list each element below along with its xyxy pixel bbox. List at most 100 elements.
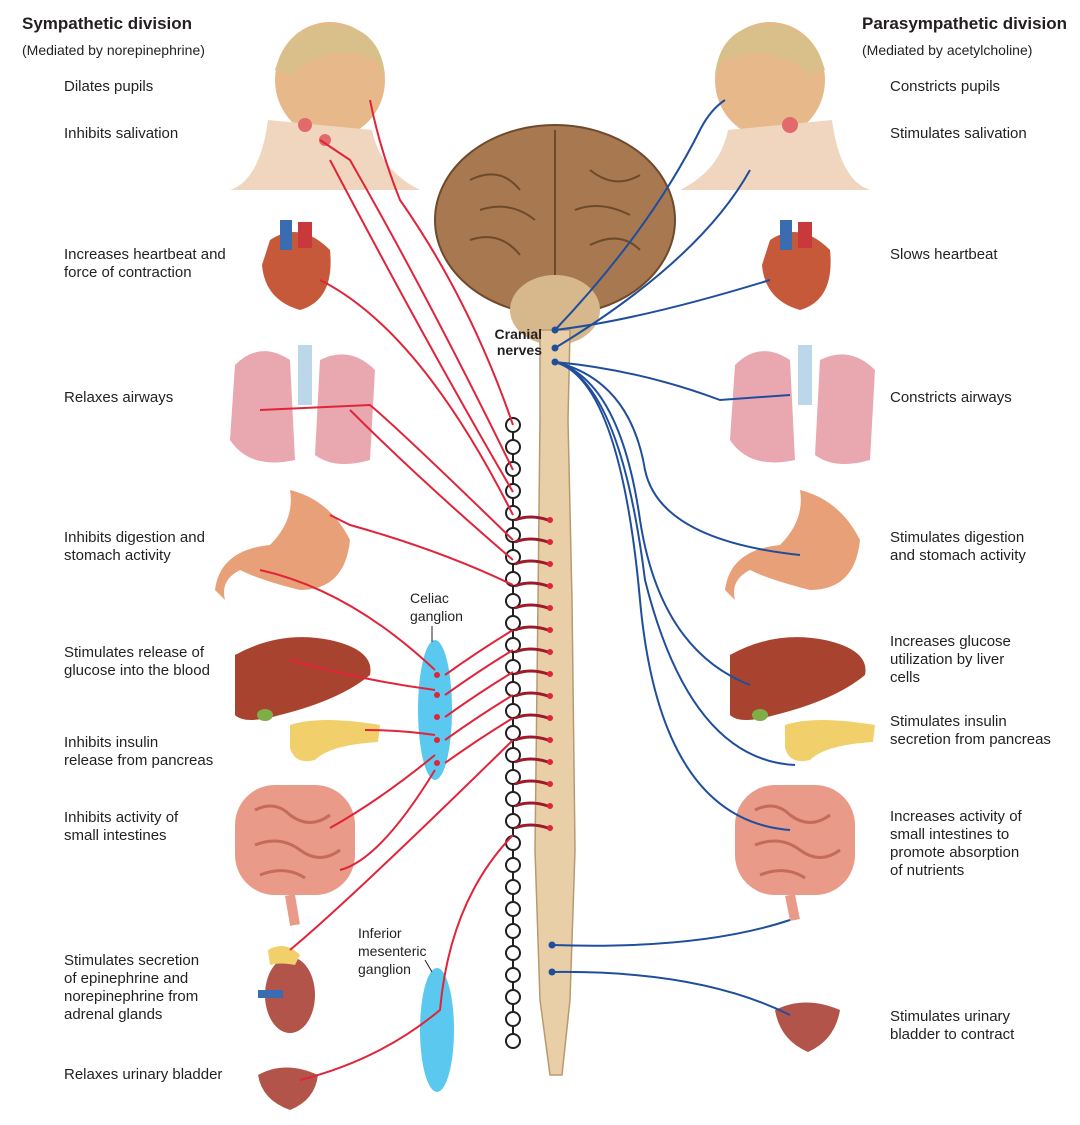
chain-ganglion [505, 989, 521, 1005]
preganglionic-connector [514, 603, 549, 610]
chain-ganglion [505, 901, 521, 917]
synapse-dot [434, 714, 440, 720]
parasympathetic-title: Parasympathetic division [862, 14, 1068, 33]
para-effect-salivation: Stimulates salivation [890, 125, 1027, 142]
sympathetic-subtitle: (Mediated by norepinephrine) [22, 42, 205, 58]
right-stomach-illustration [725, 490, 860, 600]
preganglionic-connector [514, 823, 549, 830]
connector-dot [547, 539, 553, 545]
preganglionic-connector [514, 713, 549, 720]
connector-dot [547, 737, 553, 743]
chain-ganglion [505, 967, 521, 983]
left-bladder-illustration [258, 1067, 318, 1110]
synapse-dot [434, 737, 440, 743]
preganglionic-connector [514, 801, 549, 808]
connector-dot [547, 583, 553, 589]
right-intestines-illustration [735, 785, 855, 921]
chain-ganglion [505, 527, 521, 543]
sympathetic-fiber [329, 159, 514, 493]
sympathetic-fiber [289, 739, 514, 951]
left-intestines-illustration [235, 785, 355, 926]
para-effect-insulin: Stimulates insulin secretion from pancre… [890, 713, 1051, 748]
preganglionic-connector [514, 625, 549, 632]
connector-dot [547, 781, 553, 787]
sym-effect-airways: Relaxes airways [64, 389, 174, 406]
celiac-input-fiber [444, 629, 514, 676]
preganglionic-connector [514, 735, 549, 742]
para-effect-bladder: Stimulates urinary bladder to contract [890, 1008, 1015, 1043]
sym-effect-intestines: Inhibits activity of small intestines [64, 809, 179, 844]
celiac-input-fiber [444, 717, 514, 764]
preganglionic-connector [514, 537, 549, 544]
brain-illustration [434, 124, 676, 345]
sympathetic-fiber [364, 729, 436, 736]
preganglionic-connector [514, 757, 549, 764]
celiac-input-fiber [444, 694, 514, 741]
connector-dot [547, 517, 553, 523]
connector-dot [547, 715, 553, 721]
preganglionic-connector [514, 647, 549, 654]
sympathetic-fiber [259, 569, 436, 671]
right-liver-illustration [730, 637, 866, 721]
parasympathetic-nerve-fibers [548, 99, 801, 1016]
sympathetic-nerve-fibers [259, 99, 514, 1081]
sympathetic-title: Sympathetic division [22, 14, 193, 33]
chain-ganglion [505, 1011, 521, 1027]
parasympathetic-fiber [554, 361, 801, 556]
preganglionic-connector [514, 559, 549, 566]
sym-effect-bladder: Relaxes urinary bladder [64, 1066, 223, 1083]
nerve-origin-dot [551, 344, 559, 352]
synapse-dot [434, 760, 440, 766]
connector-dot [547, 759, 553, 765]
parasympathetic-fiber [554, 361, 796, 766]
sym-effect-salivation: Inhibits salivation [64, 125, 179, 142]
chain-ganglion [505, 791, 521, 807]
para-effect-heart: Slows heartbeat [890, 246, 998, 263]
sym-effect-digestion: Inhibits digestion and stomach activity [64, 529, 205, 564]
sympathetic-fiber [259, 403, 514, 541]
left-adrenal-kidney-illustration [258, 946, 315, 1033]
chain-ganglion [505, 879, 521, 895]
celiac-ganglion [418, 640, 452, 780]
para-effect-digestion: Stimulates digestion and stomach activit… [890, 529, 1026, 564]
connector-dot [547, 649, 553, 655]
sympathetic-fiber [329, 514, 514, 586]
preganglionic-connector [514, 669, 549, 676]
para-effect-liver: Increases glucose utilization by liver c… [890, 633, 1011, 686]
connector-dot [547, 605, 553, 611]
right-pancreas-illustration [785, 720, 875, 762]
right-lungs-illustration [730, 345, 875, 464]
sympathetic-fiber [319, 139, 514, 471]
preganglionic-connector [514, 515, 549, 522]
parasympathetic-fiber [554, 361, 791, 831]
para-effect-airways: Constricts airways [890, 389, 1012, 406]
chain-ganglion [505, 637, 521, 653]
inferior-mesenteric-ganglion [420, 968, 454, 1092]
parasympathetic-fiber [551, 970, 791, 1016]
parasympathetic-subtitle: (Mediated by acetylcholine) [862, 42, 1033, 58]
connector-dot [547, 671, 553, 677]
nerve-origin-dot [551, 326, 559, 334]
chain-ganglion [505, 1033, 521, 1049]
sym-effect-pupils: Dilates pupils [64, 78, 154, 95]
connector-dot [547, 627, 553, 633]
left-pancreas-illustration [290, 720, 380, 762]
left-stomach-illustration [215, 490, 350, 600]
sympathetic-chain [505, 417, 553, 1049]
sympathetic-fiber [299, 834, 514, 1081]
parasympathetic-fiber [554, 361, 791, 402]
preganglionic-connector [514, 691, 549, 698]
spinal-cord [534, 329, 576, 1076]
sympathetic-fiber [369, 99, 514, 426]
right-face-illustration [680, 22, 870, 190]
chain-ganglion [505, 659, 521, 675]
right-heart-illustration [762, 220, 831, 310]
connector-dot [547, 803, 553, 809]
chain-ganglion [505, 747, 521, 763]
chain-ganglion [505, 923, 521, 939]
chain-ganglion [505, 813, 521, 829]
chain-ganglion [505, 835, 521, 851]
left-lungs-illustration [230, 345, 375, 464]
sympathetic-fiber [339, 769, 436, 871]
